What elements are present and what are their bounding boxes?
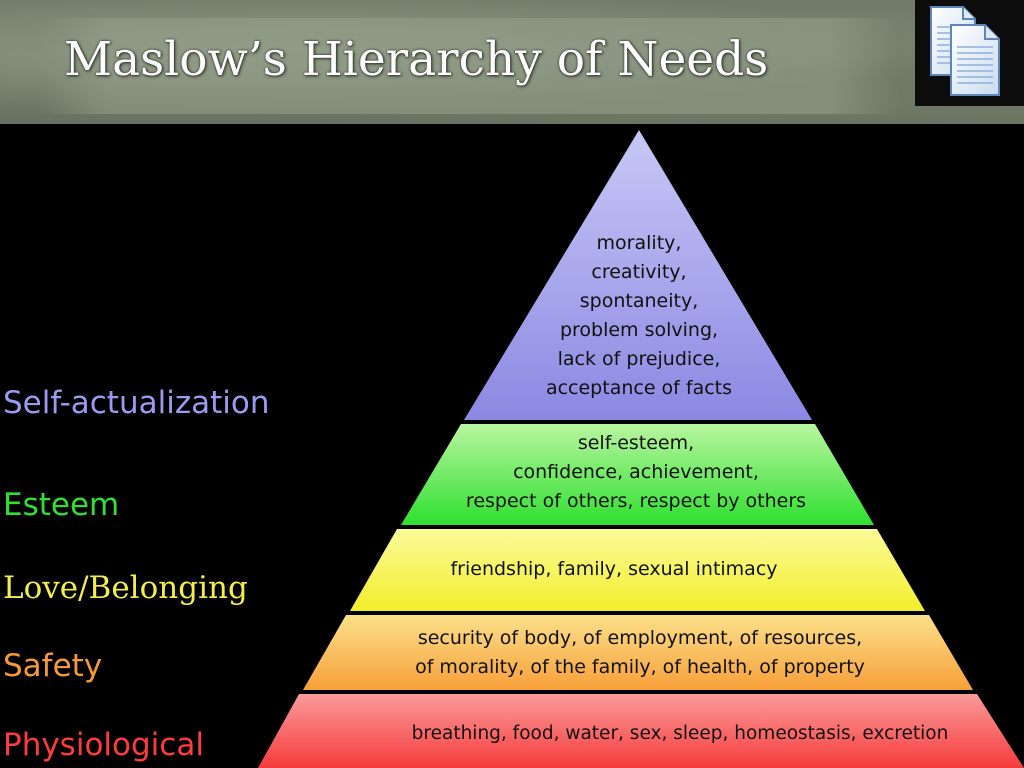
pyramid-tier-self-actualization <box>464 130 812 420</box>
tier-line: spontaneity, <box>579 290 699 312</box>
pyramid-tier-safety <box>303 615 973 690</box>
tier-line: security of body, of employment, of reso… <box>417 627 863 649</box>
level-label-self-actualization: Self-actualization <box>3 385 270 421</box>
tier-line: problem solving, <box>559 319 719 341</box>
tier-line: of morality, of the family, of health, o… <box>415 656 865 678</box>
copy-documents-icon <box>930 6 1000 96</box>
pyramid-tier-physiological <box>258 694 1024 768</box>
tier-line: creativity, <box>591 261 687 283</box>
tier-text-safety: security of body, of employment, of reso… <box>360 624 920 682</box>
tier-text-physiological: breathing, food, water, sex, sleep, home… <box>362 719 998 748</box>
tier-line: self-esteem, <box>577 432 695 454</box>
title-bar: Maslow’s Hierarchy of Needs <box>0 0 1024 124</box>
copy-documents-button[interactable] <box>915 0 1024 106</box>
tier-text-esteem: self-esteem, confidence, achievement, re… <box>436 429 836 516</box>
page-title: Maslow’s Hierarchy of Needs <box>64 32 769 87</box>
tier-line: respect of others, respect by others <box>465 490 807 512</box>
tier-line: confidence, achievement, <box>513 461 759 483</box>
level-label-love-belonging: Love/Belonging <box>3 570 248 606</box>
tier-line: acceptance of facts <box>545 377 733 399</box>
pyramid-tier-love-belonging <box>350 529 925 611</box>
tier-line: morality, <box>596 232 682 254</box>
level-label-physiological: Physiological <box>3 727 204 763</box>
tier-text-self-actualization: morality, creativity, spontaneity, probl… <box>489 229 789 403</box>
pyramid-tier-esteem <box>401 424 874 525</box>
tier-line: friendship, family, sexual intimacy <box>450 558 778 580</box>
tier-line: lack of prejudice, <box>557 348 721 370</box>
level-label-esteem: Esteem <box>3 487 120 523</box>
tier-text-love-belonging: friendship, family, sexual intimacy <box>414 555 814 584</box>
title-panel <box>40 18 900 114</box>
tier-line: breathing, food, water, sex, sleep, home… <box>411 723 949 744</box>
level-label-safety: Safety <box>3 648 103 684</box>
